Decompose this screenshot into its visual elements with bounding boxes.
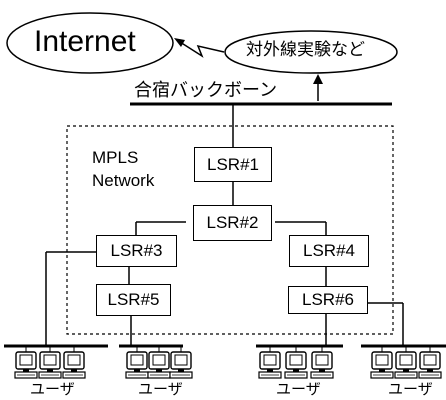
computer-icon [258,351,282,379]
computer-icon [418,351,442,379]
computer-icon [14,351,38,379]
router-lsr2: LSR#2 [193,205,272,241]
router-lsr4: LSR#4 [289,235,369,267]
user-group-2-computers [125,351,193,379]
user-group-4-computers [370,351,442,379]
user-group-1-computers [14,351,86,379]
uplink-arrow [313,74,323,101]
user-label-1: ユーザ [30,380,75,398]
computer-icon [62,351,86,379]
user-group-3-computers [258,351,334,379]
zigzag-link-icon [174,38,225,58]
user-label-2: ユーザ [138,380,183,398]
internet-cloud [6,12,174,74]
computer-icon [394,351,418,379]
router-lsr6: LSR#6 [288,286,368,314]
computer-icon [310,351,334,379]
computer-icon [38,351,62,379]
router-lsr3: LSR#3 [96,235,177,267]
computer-icon [147,351,171,379]
computer-icon [284,351,308,379]
external-cloud [224,30,398,74]
router-lsr5: LSR#5 [96,284,171,316]
internet-label: Internet [34,25,136,58]
mpls-boundary [66,125,394,335]
user-label-3: ユーザ [276,380,321,398]
external-label: 対外線実験など [246,40,365,60]
computer-icon [125,351,149,379]
user-label-4: ユーザ [388,380,433,398]
network-label-line1: MPLS [92,148,139,167]
computer-icon [370,351,394,379]
computer-icon [169,351,193,379]
network-label-line2: Network [92,171,155,190]
router-lsr1: LSR#1 [194,147,272,182]
backbone-label: 合宿バックボーン [134,80,278,101]
